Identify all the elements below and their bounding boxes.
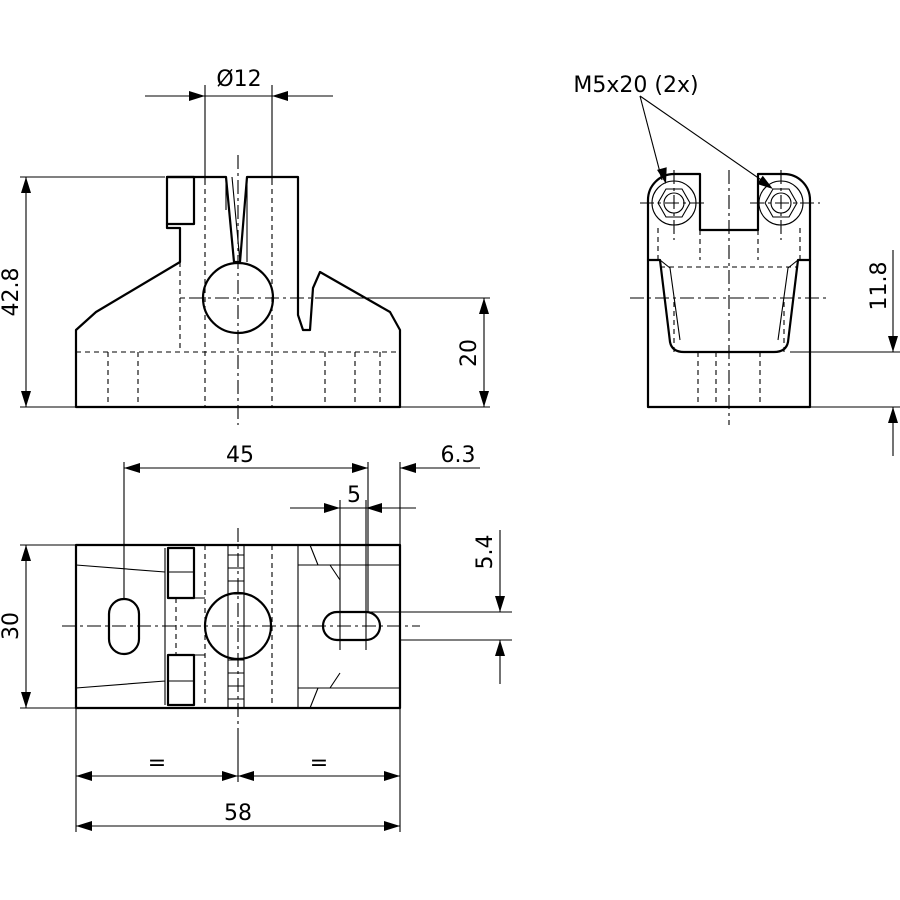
length-label: 58 [224,801,252,826]
top-view-screw-top [166,546,196,600]
hole-spacing-label: 45 [226,443,254,468]
callout-screws: M5x20 (2x) [573,73,776,194]
dimension-equal: = = [75,708,401,832]
side-view [630,170,830,425]
dimension-height-total: 42.8 [0,176,165,408]
width-label: 30 [0,612,24,640]
front-view-screw-head [165,175,196,226]
top-view [62,528,420,740]
top-view-screw-bottom [166,653,196,707]
height-right-label: 11.8 [867,262,892,311]
dimension-edge-offset: 6.3 [399,443,480,545]
front-view-slit [225,176,248,263]
height-axis-label: 20 [457,339,482,367]
dimension-slot-width: 5 [290,483,416,650]
callout-label: M5x20 (2x) [573,73,698,98]
equal-right-label: = [310,751,328,776]
dimension-width: 30 [0,544,76,709]
screw-hex-right-icon [764,188,798,218]
dimension-height-axis: 20 [320,297,490,408]
slot-offset-label: 5.4 [473,535,498,570]
dimension-hole-spacing: 45 [123,443,369,612]
equal-left-label: = [148,751,166,776]
diameter-label: Ø12 [216,67,261,92]
slot-width-label: 5 [347,483,361,508]
dimension-height-right: 11.8 [790,250,900,456]
front-view-hidden-lines [76,180,400,407]
dimension-diameter: Ø12 [145,67,333,180]
dimension-slot-offset: 5.4 [360,530,512,684]
side-view-channel-inner [659,259,799,341]
dimension-length: 58 [76,801,400,831]
edge-offset-label: 6.3 [441,443,476,468]
side-view-hidden-lines [657,228,801,407]
front-view [74,155,402,425]
height-total-label: 42.8 [0,268,24,317]
